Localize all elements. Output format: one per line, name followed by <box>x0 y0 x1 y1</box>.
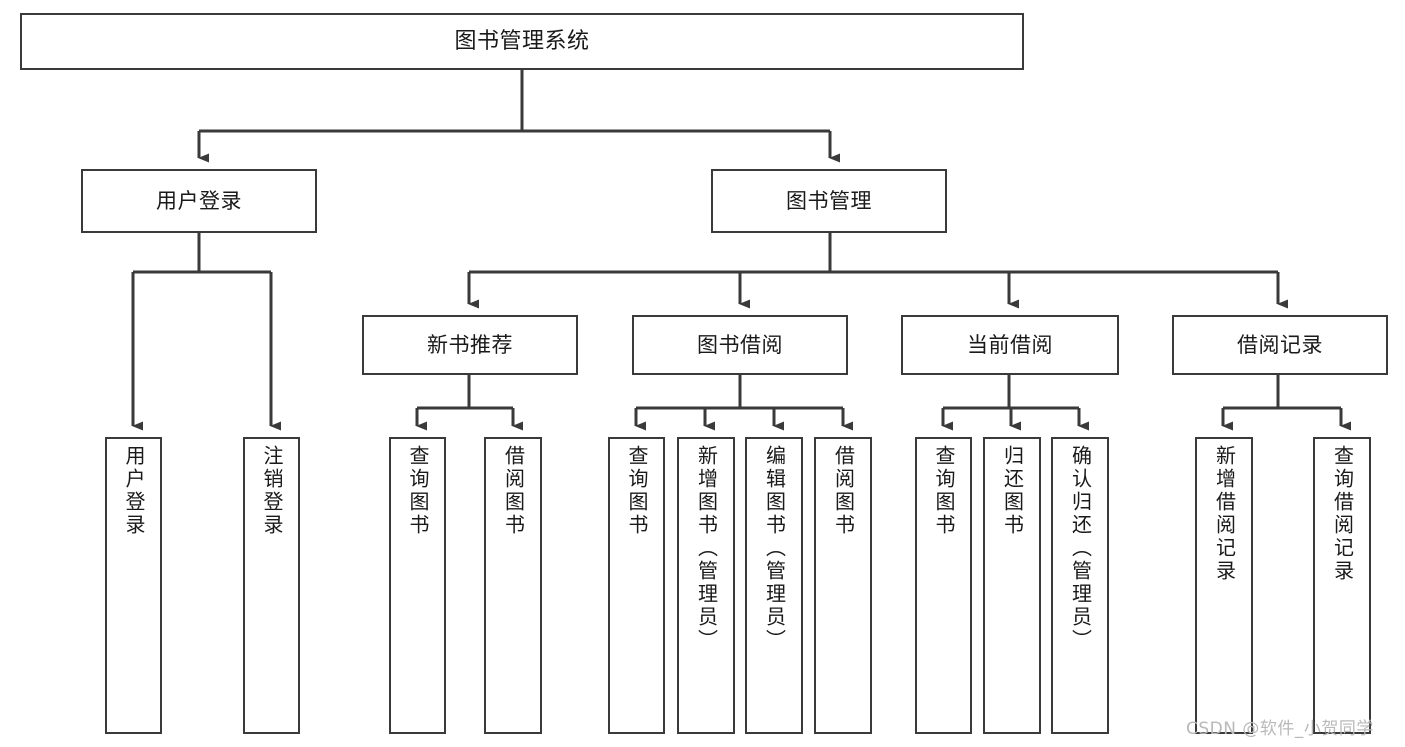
leaf-return-book[interactable]: 归还图书 <box>983 437 1041 734</box>
leaf-borrow-book-1-label: 借阅图书 <box>501 445 526 537</box>
leaf-logout[interactable]: 注销登录 <box>243 437 300 734</box>
node-book-borrow-label: 图书借阅 <box>697 332 783 357</box>
leaf-confirm-return-label: 确认归还（管理员） <box>1068 445 1093 652</box>
leaf-add-record-label: 新增借阅记录 <box>1212 445 1237 583</box>
node-root-system[interactable]: 图书管理系统 <box>20 13 1024 70</box>
node-borrow-record-label: 借阅记录 <box>1237 332 1323 357</box>
node-user-login-label: 用户登录 <box>156 188 242 213</box>
leaf-query-book-3-label: 查询图书 <box>932 445 956 537</box>
node-new-book-recommend[interactable]: 新书推荐 <box>362 315 578 375</box>
leaf-add-book-label: 新增图书（管理员） <box>694 445 719 652</box>
leaf-query-book-3[interactable]: 查询图书 <box>915 437 972 734</box>
leaf-query-record-label: 查询借阅记录 <box>1330 445 1355 583</box>
leaf-borrow-book-2-label: 借阅图书 <box>831 445 856 537</box>
leaf-user-login[interactable]: 用户登录 <box>105 437 162 734</box>
leaf-query-book-1-label: 查询图书 <box>406 445 430 537</box>
leaf-logout-label: 注销登录 <box>260 445 284 537</box>
leaf-confirm-return[interactable]: 确认归还（管理员） <box>1051 437 1109 734</box>
leaf-query-record[interactable]: 查询借阅记录 <box>1313 437 1371 734</box>
leaf-query-book-2-label: 查询图书 <box>625 445 649 537</box>
node-book-management[interactable]: 图书管理 <box>711 169 947 233</box>
csdn-watermark: CSDN @软件_小贺同学 <box>1186 719 1374 739</box>
leaf-add-book[interactable]: 新增图书（管理员） <box>677 437 735 734</box>
node-new-book-recommend-label: 新书推荐 <box>427 332 513 357</box>
node-root-system-label: 图书管理系统 <box>454 28 590 54</box>
node-borrow-record[interactable]: 借阅记录 <box>1172 315 1388 375</box>
leaf-user-login-label: 用户登录 <box>122 445 146 537</box>
leaf-edit-book-label: 编辑图书（管理员） <box>762 445 787 652</box>
leaf-query-book-1[interactable]: 查询图书 <box>389 437 446 734</box>
node-current-borrow-label: 当前借阅 <box>967 332 1053 357</box>
leaf-borrow-book-1[interactable]: 借阅图书 <box>484 437 542 734</box>
leaf-return-book-label: 归还图书 <box>1000 445 1025 537</box>
node-current-borrow[interactable]: 当前借阅 <box>901 315 1119 375</box>
node-book-borrow[interactable]: 图书借阅 <box>632 315 848 375</box>
leaf-edit-book[interactable]: 编辑图书（管理员） <box>745 437 803 734</box>
leaf-borrow-book-2[interactable]: 借阅图书 <box>814 437 872 734</box>
node-book-management-label: 图书管理 <box>786 188 872 213</box>
leaf-query-book-2[interactable]: 查询图书 <box>608 437 665 734</box>
node-user-login[interactable]: 用户登录 <box>81 169 317 233</box>
leaf-add-record[interactable]: 新增借阅记录 <box>1195 437 1253 734</box>
